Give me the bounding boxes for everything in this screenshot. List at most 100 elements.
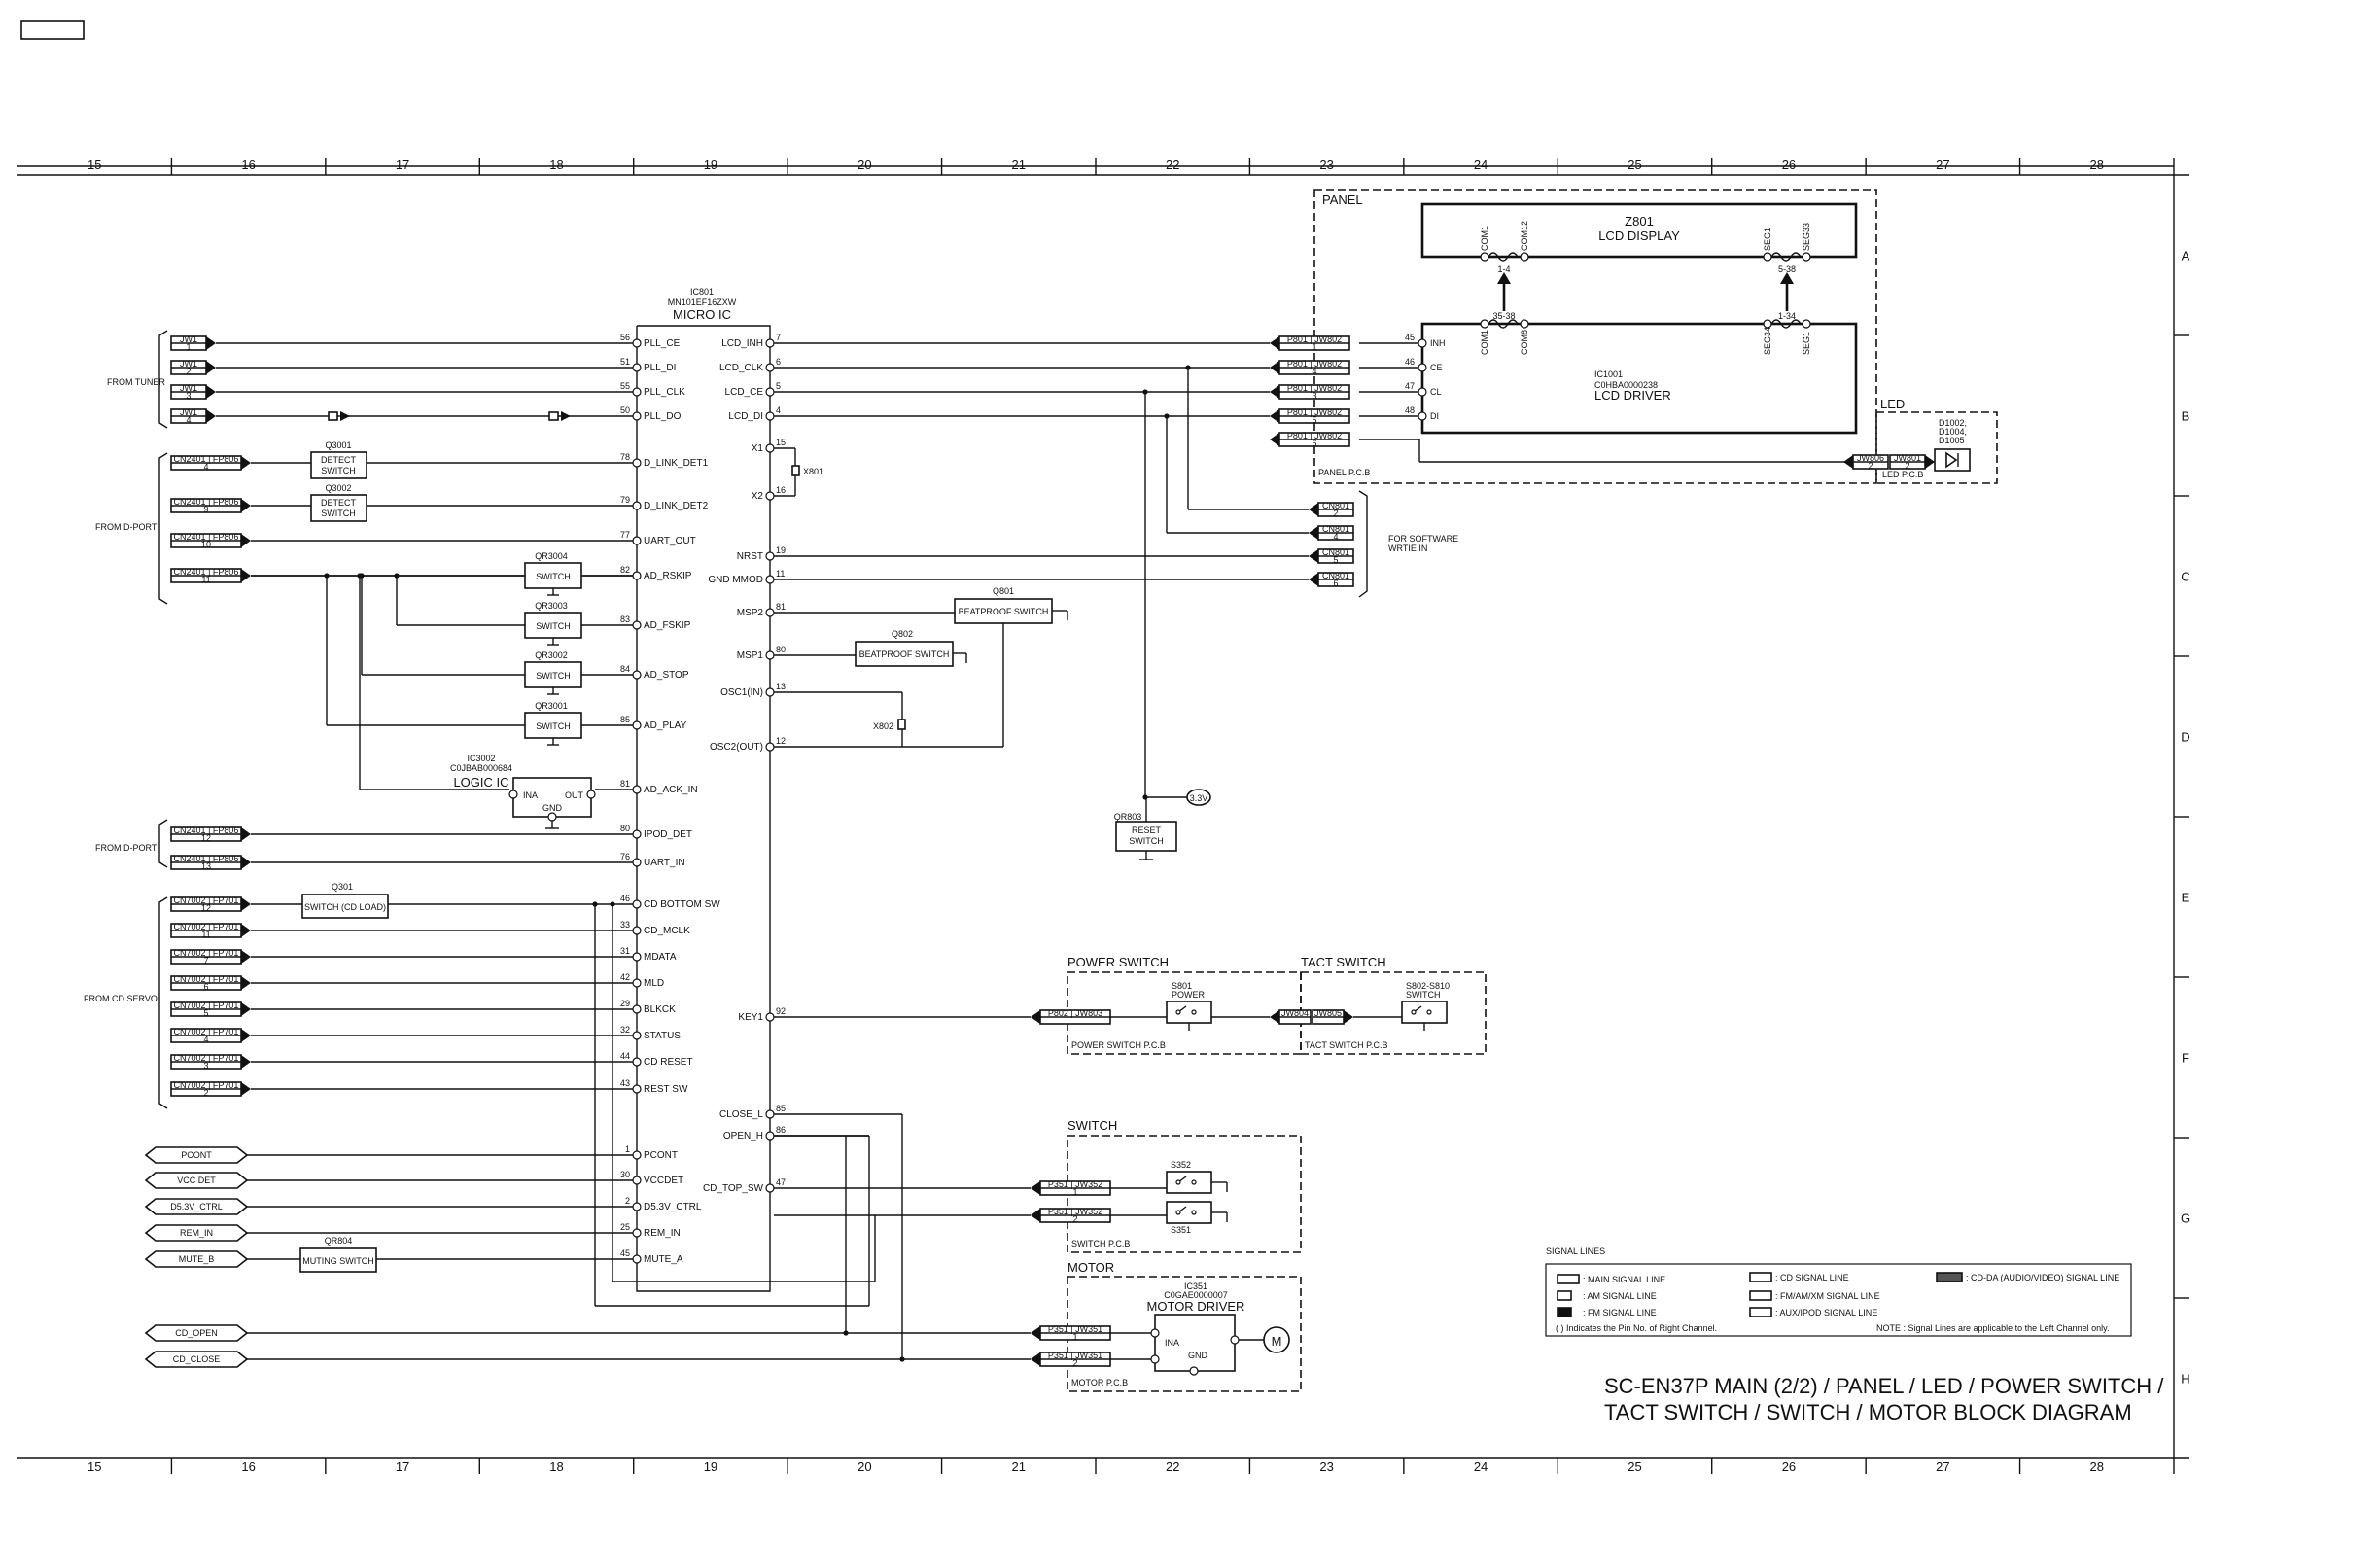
detect-switch-q3001: Q3001 DETECT SWITCH bbox=[310, 440, 368, 479]
micro-pin-number: 77 bbox=[620, 530, 630, 540]
svg-text:Z801: Z801 bbox=[1625, 214, 1654, 228]
driver-top-label: SEG1 bbox=[1802, 332, 1811, 355]
qr-label: SWITCH bbox=[536, 572, 571, 581]
svg-text:GND: GND bbox=[542, 803, 563, 813]
connector-pin: 1 bbox=[186, 342, 191, 352]
connector-ref: P801 | JW802 bbox=[1287, 359, 1342, 369]
connector-pin: 11 bbox=[201, 575, 210, 584]
signal-port-label: REM_IN bbox=[180, 1228, 213, 1238]
pin bbox=[765, 687, 775, 697]
pin bbox=[1418, 387, 1427, 397]
svg-text:RESET: RESET bbox=[1132, 825, 1162, 835]
driver-top-label: COM8 bbox=[1520, 330, 1529, 355]
micro-ic: IC801 MN101EF16ZXW MICRO IC 56PLL_CE51PL… bbox=[620, 287, 786, 1292]
micro-pin-name: REM_IN bbox=[644, 1228, 681, 1239]
connector-arrow bbox=[1031, 1209, 1040, 1222]
micro-pin-name: MDATA bbox=[644, 952, 677, 963]
column-number: 26 bbox=[1782, 158, 1796, 172]
junction-dot bbox=[1142, 389, 1148, 395]
connector-ref: CN2401 | FP806 bbox=[174, 454, 239, 464]
micro-pin-number: 1 bbox=[625, 1144, 630, 1154]
driver-pin-name: INH bbox=[1430, 338, 1446, 348]
qr-ref: QR3001 bbox=[535, 701, 568, 711]
micro-pin-number: 81 bbox=[620, 779, 630, 789]
detect-switch-1-line2: SWITCH bbox=[321, 466, 356, 475]
micro-pin-name: MSP2 bbox=[737, 608, 764, 618]
pin bbox=[632, 829, 642, 839]
micro-pin-name: BLKCK bbox=[644, 1004, 676, 1015]
pin bbox=[632, 670, 642, 680]
connector-pin: 1 bbox=[1072, 1332, 1077, 1342]
connector-pin: 2 bbox=[1905, 461, 1909, 471]
micro-pin-number: 19 bbox=[776, 545, 786, 555]
connector-arrow bbox=[241, 569, 251, 582]
micro-pin-number: 2 bbox=[625, 1196, 630, 1206]
signal-port-label: CD_CLOSE bbox=[173, 1354, 221, 1364]
qr-ref: QR3002 bbox=[535, 650, 568, 660]
label-software-1: FOR SOFTWARE bbox=[1388, 534, 1458, 544]
micro-right-wiring bbox=[612, 342, 1309, 1362]
svg-text:LOGIC IC: LOGIC IC bbox=[453, 775, 508, 790]
micro-pin-number: 85 bbox=[776, 1104, 786, 1113]
signal-port-label: VCC DET bbox=[177, 1176, 216, 1185]
connector-pin: 4 bbox=[1333, 532, 1338, 542]
micro-pin-name: OSC2(OUT) bbox=[710, 742, 763, 753]
svg-text:QR804: QR804 bbox=[325, 1236, 353, 1246]
svg-text:C0HBA0000238: C0HBA0000238 bbox=[1594, 380, 1658, 390]
connector-arrow bbox=[1031, 1181, 1040, 1195]
panel-block: PANEL PANEL P.C.B Z801 LCD DISPLAY IC100… bbox=[1270, 189, 1877, 484]
pin bbox=[632, 978, 642, 988]
micro-pin-name: STATUS bbox=[644, 1031, 681, 1041]
micro-pin-name: AD_RSKIP bbox=[644, 571, 692, 581]
micro-pin-number: 33 bbox=[620, 920, 630, 930]
connector-ref: CN801 bbox=[1322, 501, 1349, 510]
connector-pin: 2 bbox=[1868, 461, 1872, 471]
micro-pin-name: X1 bbox=[752, 443, 764, 454]
pin bbox=[632, 387, 642, 397]
connector-arrow bbox=[1843, 455, 1853, 469]
connector-pin: 6 bbox=[203, 982, 208, 992]
connector-pin: 3 bbox=[1312, 391, 1316, 401]
column-number: 17 bbox=[396, 1459, 409, 1474]
pin bbox=[1418, 363, 1427, 372]
connector-ref: CN7002 | FP701 bbox=[174, 974, 239, 984]
micro-pin-name: LCD_CE bbox=[725, 387, 764, 398]
micro-pin-number: 78 bbox=[620, 452, 630, 462]
pin bbox=[765, 443, 775, 453]
connector-pin: 9 bbox=[203, 505, 208, 514]
bus-label: 5-38 bbox=[1778, 264, 1796, 274]
micro-pin-name: X2 bbox=[752, 491, 764, 502]
qr-label: SWITCH bbox=[536, 671, 571, 681]
connector-ref: CN2401 | FP806 bbox=[174, 497, 239, 507]
connector-ref: CN801 bbox=[1322, 524, 1349, 534]
connector-arrow bbox=[241, 456, 251, 470]
connector-pin: 5 bbox=[1312, 415, 1316, 425]
pin bbox=[765, 551, 775, 561]
micro-pin-number: 5 bbox=[776, 381, 781, 391]
pin bbox=[1520, 319, 1529, 329]
micro-pin-name: UART_OUT bbox=[644, 536, 696, 546]
svg-text:POWER SWITCH: POWER SWITCH bbox=[1068, 955, 1169, 969]
micro-pin-number: 80 bbox=[776, 645, 786, 654]
connector-arrow bbox=[1270, 385, 1279, 399]
pin bbox=[632, 720, 642, 730]
pin bbox=[632, 1004, 642, 1014]
connector-arrow bbox=[206, 409, 216, 423]
qr-label: SWITCH bbox=[536, 621, 571, 631]
junction-dot bbox=[843, 1330, 849, 1336]
pin bbox=[632, 1228, 642, 1238]
pin bbox=[765, 387, 775, 397]
row-letter: G bbox=[2181, 1211, 2190, 1226]
driver-top-label: SEG34 bbox=[1763, 327, 1772, 355]
column-number: 28 bbox=[2090, 1459, 2104, 1474]
micro-pin-number: 86 bbox=[776, 1125, 786, 1135]
column-number: 19 bbox=[704, 1459, 718, 1474]
muting-switch-qr804: QR804 MUTING SWITCH bbox=[299, 1236, 377, 1273]
